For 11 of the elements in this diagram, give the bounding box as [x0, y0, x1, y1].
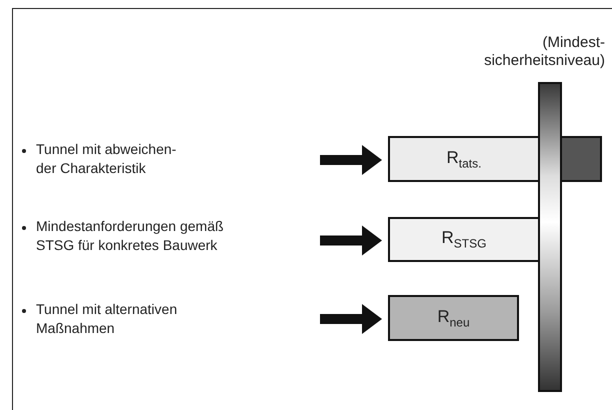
bullet-text: Tunnel mit alternativen Maßnahmen [20, 300, 318, 338]
vertical-bar [538, 82, 562, 392]
rectangle-box: R$_{neu}$ [388, 295, 519, 341]
block-arrow [320, 145, 382, 175]
block-arrow [320, 226, 382, 256]
bullet-text: Mindestanforderungen gemäß STSG für konkretes Bauwerk [20, 217, 318, 255]
rectangle-box: R$_{tats.}$ [388, 136, 540, 182]
bar-heading: (Mindest- sicherheitsniveau) [483, 34, 605, 70]
rectangle-box: R$_{STSG}$ [388, 217, 540, 262]
bullet-text: Tunnel mit abweichen- der Charakteristik [20, 140, 318, 178]
block-arrow [320, 304, 382, 334]
